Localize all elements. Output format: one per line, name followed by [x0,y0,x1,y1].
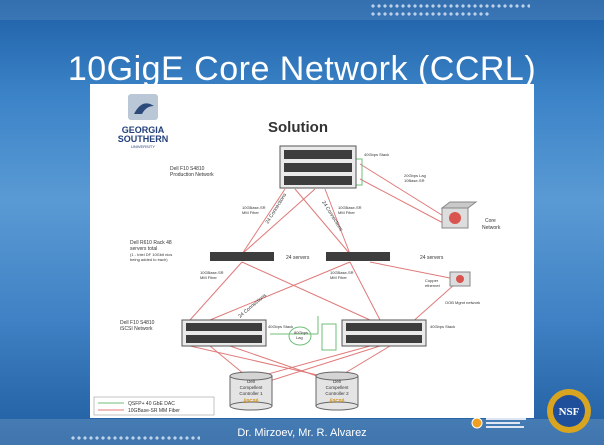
lag-mid-1: 80Gbps [294,330,308,335]
copper-label-2: ethernet [425,283,441,288]
fiber-a-1: 10GBase-SR [242,205,266,210]
servers-label-3: (1 - Intel DF 10Gbit nics [130,252,172,257]
iscsi-switch-left [181,319,267,347]
logo-line-3: UNIVERSITY [131,144,155,149]
iscsi-switch-label-2: iSCSI Network [120,326,153,332]
production-switch-label-2: Production Network [170,172,214,178]
bottom-dot-strip [70,436,200,440]
production-switch-label-1: Dell F10 S4810 [170,166,205,172]
diagram-legend: QSFP+ 40 GbE DAC 10GBase-SR MM Fiber [93,396,215,416]
legend-item-2: 10GBase-SR MM Fiber [128,408,180,414]
controller1-line-3: Controller 1 [239,391,263,396]
connections-label-3: 24 Connections [237,292,268,319]
controller-1 [229,371,273,411]
diagram-heading: Solution [268,119,328,136]
lag-mid-2: Lag [296,335,303,340]
controller1-line-2: Compellent [240,385,264,390]
network-diagram: GEORGIA SOUTHERN UNIVERSITY Solution Del… [90,84,534,418]
controller1-line-1: Dell [247,379,255,384]
servers-left-label: 24 servers [286,255,310,261]
fiber-b-2: MM Fiber [338,210,356,215]
lag-top-label-2: 10Base-SR [404,178,425,183]
fiber-links [189,163,456,385]
top-dot-strip-2 [370,12,490,16]
stack-bottom-right-label: 40Gbps Stack [430,324,455,329]
oob-label: OOB Mgmt network [445,300,480,305]
top-dot-strip [370,4,530,8]
servers-right-label: 24 servers [420,255,444,261]
legend-item-1: QSFP+ 40 GbE DAC [128,401,175,407]
connections-label-1: 24 Connections [265,192,289,225]
controller1-line-4: (iSCSI) [244,398,259,403]
fiber-b-1: 10GBase-SR [338,205,362,210]
oob-switch [449,271,471,287]
fiber-c-1: 10GBase-SR [200,270,224,275]
fiber-d-2: MM Fiber [330,275,348,280]
fiber-d-1: 10GBase-SR [330,270,354,275]
iscsi-switch-right [341,319,427,347]
top-band [0,0,604,20]
servers-label-4: being added to each) [130,257,168,262]
slide-footer: Dr. Mirzoev, Mr. R. Alvarez [237,427,367,439]
fiber-a-2: MM Fiber [242,210,260,215]
nsf-logo-svg: NSF [547,389,591,433]
lag-top-label-1: 20Gbps Lag [404,173,426,178]
partner-logo [470,412,530,434]
stack-bottom-left-label: 40Gbps Stack [268,324,293,329]
servers-label-2: servers total [130,246,157,252]
slide-title: 10GigE Core Network (CCRL) [67,50,537,88]
server-rack-left [210,252,274,261]
core-label-1: Core [485,218,496,224]
nsf-logo-text: NSF [559,406,580,418]
copper-label-1: Copper [425,278,439,283]
logo-line-2: SOUTHERN [118,134,169,144]
stack-top-label: 40Gbps Stack [364,152,389,157]
production-switch-stack [279,145,357,189]
core-router [440,201,478,229]
core-label-2: Network [482,225,501,231]
iscsi-switch-label-1: Dell F10 S4810 [120,320,155,326]
partner-logo-svg [471,417,526,429]
nsf-logo: NSF [546,388,592,434]
logo-line-1: GEORGIA [122,125,165,135]
university-logo: GEORGIA SOUTHERN UNIVERSITY [118,94,169,149]
controller2-line-4: (iSCSI) [330,398,345,403]
controller-2 [315,371,359,411]
fiber-c-2: MM Fiber [200,275,218,280]
controller2-line-1: Dell [333,379,341,384]
server-rack-right [326,252,390,261]
controller2-line-3: Controller 2 [325,391,349,396]
lag-mid-ring [288,326,312,346]
servers-label-1: Dell R610 Rack 48 [130,240,172,246]
network-diagram-svg: GEORGIA SOUTHERN UNIVERSITY Solution Del… [93,94,501,416]
controller2-line-2: Compellent [326,385,350,390]
